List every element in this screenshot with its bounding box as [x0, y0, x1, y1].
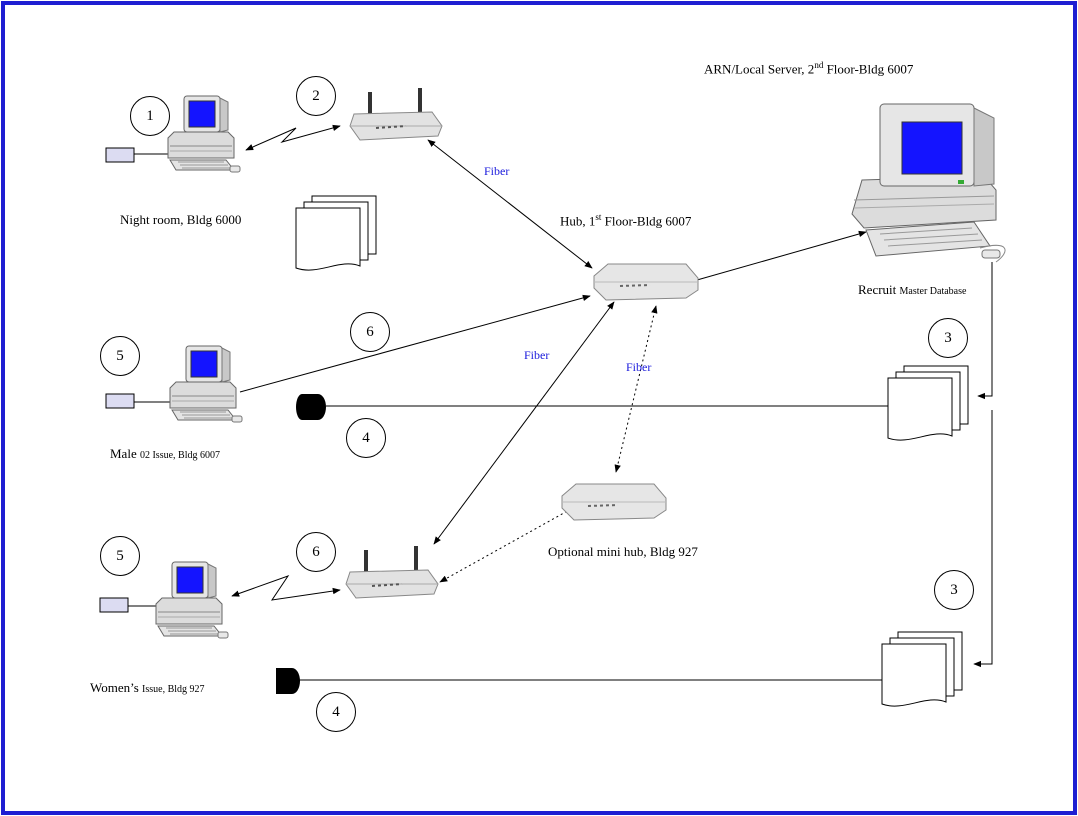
- step-2-badge: 2: [296, 76, 336, 116]
- server-location-label: ARN/Local Server, 2nd Floor-Bldg 6007: [704, 60, 914, 77]
- link-minihub-ap2: [439, 503, 581, 583]
- card-reader-2: [105, 393, 135, 409]
- server-computer: [851, 103, 1006, 263]
- fiber-label-1: Fiber: [484, 164, 510, 178]
- recruit-database-label: Recruit Master Database: [858, 282, 967, 297]
- step-1-badge: 1: [130, 96, 170, 136]
- fiber-label-2: Fiber: [524, 348, 550, 362]
- step-5-badge-b: 5: [100, 536, 140, 576]
- male-issue-computer: [169, 345, 243, 423]
- link-server-docs-2: [973, 410, 993, 668]
- link-male-hub: [239, 294, 591, 393]
- hub-device: [593, 263, 699, 301]
- fiber-label-3: Fiber: [626, 360, 652, 374]
- wireless-access-point-2: [345, 545, 439, 599]
- fiber-link-ap1-hub: [427, 139, 593, 269]
- card-reader-1: [105, 147, 135, 163]
- women-issue-computer: [155, 561, 229, 639]
- document-stack-2: [881, 631, 963, 707]
- male-issue-label: Male 02 Issue, Bldg 6007: [110, 446, 220, 461]
- night-room-label: Night room, Bldg 6000: [120, 212, 242, 227]
- night-room-computer: [167, 95, 241, 173]
- step-3-badge-a: 3: [928, 318, 968, 358]
- card-reader-3: [99, 597, 129, 613]
- link-hub-server: [689, 230, 867, 284]
- link-server-docs-1: [977, 262, 993, 400]
- wireless-access-point-1: [349, 87, 443, 141]
- document-stack-1: [887, 365, 969, 441]
- printer-women-issue: [276, 668, 300, 694]
- connection-lines: [128, 124, 993, 681]
- step-3-badge-b: 3: [934, 570, 974, 610]
- wireless-link-1: [245, 124, 341, 151]
- step-5-badge-a: 5: [100, 336, 140, 376]
- women-issue-label: Women’s Issue, Bldg 927: [90, 680, 205, 695]
- printer-male-issue: [296, 394, 326, 420]
- hub-label: Hub, 1st Floor-Bldg 6007: [560, 212, 692, 229]
- mini-hub-device: [561, 483, 667, 521]
- step-6-badge-b: 6: [296, 532, 336, 572]
- step-6-badge-a: 6: [350, 312, 390, 352]
- fiber-link-hub-minihub: [614, 305, 658, 473]
- step-4-badge-a: 4: [346, 418, 386, 458]
- wireless-link-2: [231, 575, 341, 601]
- mini-hub-label: Optional mini hub, Bldg 927: [548, 544, 698, 559]
- fiber-link-hub-ap2: [433, 301, 615, 545]
- step-4-badge-b: 4: [316, 692, 356, 732]
- document-stack-night-room: [295, 195, 377, 271]
